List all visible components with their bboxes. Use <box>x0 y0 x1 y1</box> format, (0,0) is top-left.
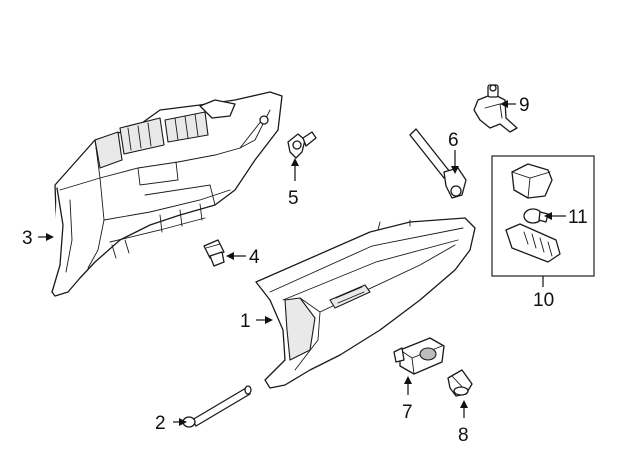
callout-11: 11 <box>568 207 588 228</box>
leader-lines <box>38 100 566 426</box>
lamp-bulb <box>523 208 549 224</box>
glove-box-door <box>255 217 476 389</box>
latch-part <box>393 337 445 375</box>
bulb-cap <box>447 369 473 397</box>
hinge-pin <box>182 385 252 428</box>
callout-7: 7 <box>402 402 413 423</box>
switch-bracket <box>473 84 518 133</box>
callout-8: 8 <box>458 425 469 446</box>
callout-5: 5 <box>288 188 299 209</box>
callout-4: 4 <box>249 247 260 268</box>
callout-10: 10 <box>533 290 554 311</box>
callout-2: 2 <box>155 413 166 434</box>
callout-9: 9 <box>519 95 530 116</box>
clip-part <box>287 131 317 159</box>
callout-1: 1 <box>240 311 251 332</box>
damper-strut <box>409 128 467 199</box>
callout-6: 6 <box>448 130 459 151</box>
glove-box-housing <box>51 91 283 297</box>
callout-3: 3 <box>22 228 33 249</box>
lamp-housing <box>511 163 553 199</box>
lamp-socket <box>505 223 561 263</box>
push-pin <box>203 239 225 267</box>
